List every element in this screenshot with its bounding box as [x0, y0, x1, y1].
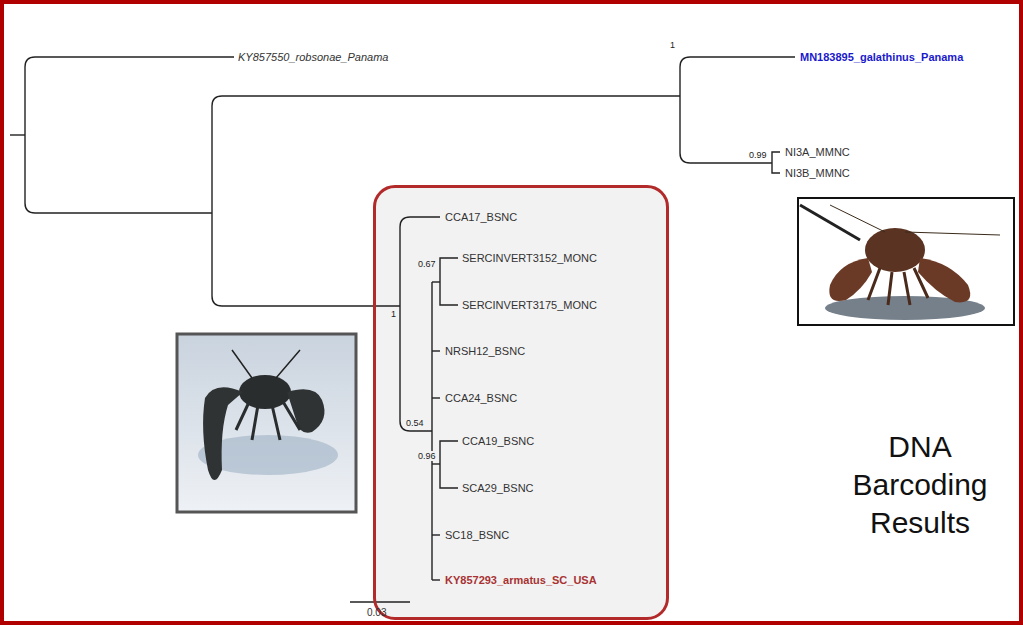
reference-taxon-label: MN183895_galathinus_Panama: [800, 50, 963, 64]
support-value: 1: [390, 309, 397, 319]
support-value: 1: [669, 40, 676, 50]
taxon-label: SC18_BSNC: [445, 528, 509, 542]
tree-branches: [10, 57, 795, 602]
support-value: 0.54: [405, 418, 425, 428]
taxon-label: SCA29_BSNC: [462, 481, 534, 495]
support-value: 0.99: [748, 150, 768, 160]
panel-title: DNA Barcoding Results: [830, 428, 1010, 542]
taxon-label: CCA17_BSNC: [445, 210, 517, 224]
taxon-label: SERCINVERT3152_MONC: [462, 251, 597, 265]
crayfish-photo-left: [177, 334, 356, 512]
taxon-label: SERCINVERT3175_MONC: [462, 298, 597, 312]
support-value: 0.67: [417, 259, 437, 269]
taxon-label: CCA19_BSNC: [462, 434, 534, 448]
taxon-label: NI3A_MMNC: [785, 145, 850, 159]
outgroup-label: KY857550_robsonae_Panama: [238, 50, 388, 64]
clade-box: CCA17_BSNC SERCINVERT3152_MONC 0.67SERCINV…: [373, 185, 669, 620]
taxon-label: CCA24_BSNC: [445, 391, 517, 405]
reference-taxon-label: KY857293_armatus_SC_USA: [445, 573, 597, 587]
taxon-label: NI3B_MMNC: [785, 166, 850, 180]
taxon-label: NRSH12_BSNC: [445, 344, 525, 358]
crayfish-photo-right: [798, 198, 1014, 325]
clade-fill: [374, 186, 668, 618]
support-value: 0.96: [417, 451, 437, 461]
scale-bar-label: 0.03: [367, 607, 386, 619]
